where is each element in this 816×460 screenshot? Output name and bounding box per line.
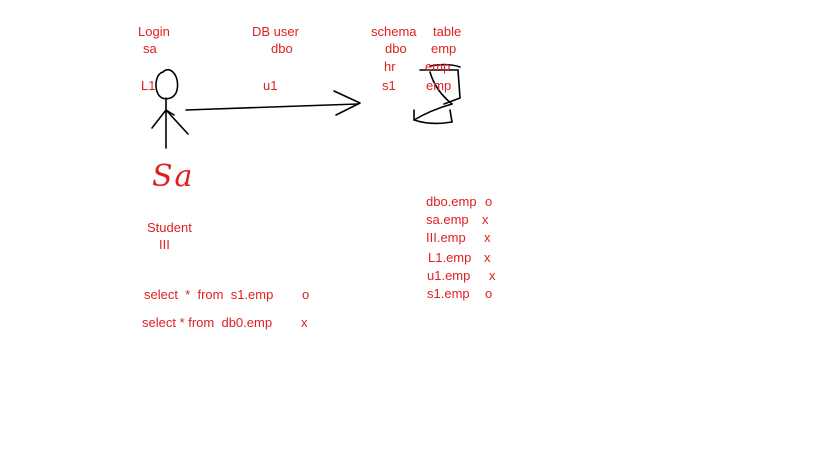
student-value: III <box>159 237 170 252</box>
query-sql: select * from db0.emp <box>142 315 273 330</box>
handwritten-sa: Sa <box>152 159 195 194</box>
access-name: III.emp <box>426 230 466 245</box>
query-sql: select * from s1.emp <box>144 287 274 302</box>
table-row: emp <box>426 78 452 93</box>
student-label: Student <box>147 220 192 235</box>
login-value: sa <box>143 41 157 56</box>
access-result: x <box>484 230 491 245</box>
table-row: emp <box>431 41 457 56</box>
dbuser-name: u1 <box>263 78 278 93</box>
schema-header: schema <box>371 24 417 39</box>
schema-row: hr <box>384 59 396 74</box>
access-name: sa.emp <box>426 212 469 227</box>
access-name: dbo.emp <box>426 194 477 209</box>
schema-row: dbo <box>385 41 407 56</box>
access-result: o <box>485 194 493 209</box>
login-header: Login <box>138 24 170 39</box>
schema-row: s1 <box>382 78 396 93</box>
access-name: L1.emp <box>428 250 472 265</box>
access-result: x <box>489 268 496 283</box>
table-header: table <box>433 24 462 39</box>
access-name: s1.emp <box>427 286 470 301</box>
query-result: x <box>301 315 308 330</box>
dbuser-header: DB user <box>252 24 299 39</box>
arrow-icon <box>185 90 361 116</box>
query-result: o <box>302 287 310 302</box>
access-name: u1.emp <box>427 268 471 283</box>
table-row: emp <box>425 59 451 74</box>
access-result: x <box>482 212 489 227</box>
access-result: o <box>485 286 493 301</box>
access-result: x <box>484 250 491 265</box>
login-name: L1 <box>141 78 156 93</box>
dbuser-value: dbo <box>271 41 293 56</box>
stick-figure-icon <box>151 68 189 149</box>
